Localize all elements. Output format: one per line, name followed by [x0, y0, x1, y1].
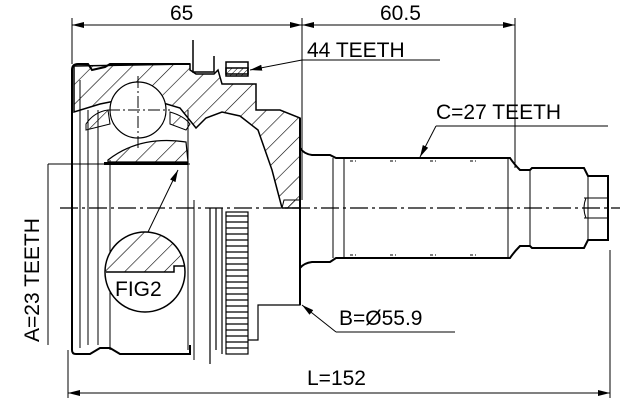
dimension-65 — [71, 18, 303, 200]
seal-diameter-label: B=Ø55.9 — [339, 307, 423, 330]
dimension-overall-length — [67, 250, 611, 398]
boot-clip — [192, 40, 249, 77]
abs-ring — [209, 208, 301, 364]
dimension-60-5 — [302, 18, 516, 168]
shaft-spline-label: C=27 TEETH — [436, 101, 562, 124]
overall-length-label: L=152 — [307, 367, 366, 390]
abs-teeth-label: 44 TEETH — [307, 39, 405, 62]
inner-race-hatch — [107, 139, 189, 163]
leader-lines — [147, 59, 608, 333]
housing-section-hatch — [73, 63, 301, 209]
shaft — [299, 147, 609, 269]
inner-spline-label: A=23 TEETH — [21, 218, 44, 342]
dimension-60-5-label: 60.5 — [380, 2, 421, 25]
dimension-65-label: 65 — [170, 2, 194, 25]
fig2-label: FIG2 — [115, 278, 162, 301]
